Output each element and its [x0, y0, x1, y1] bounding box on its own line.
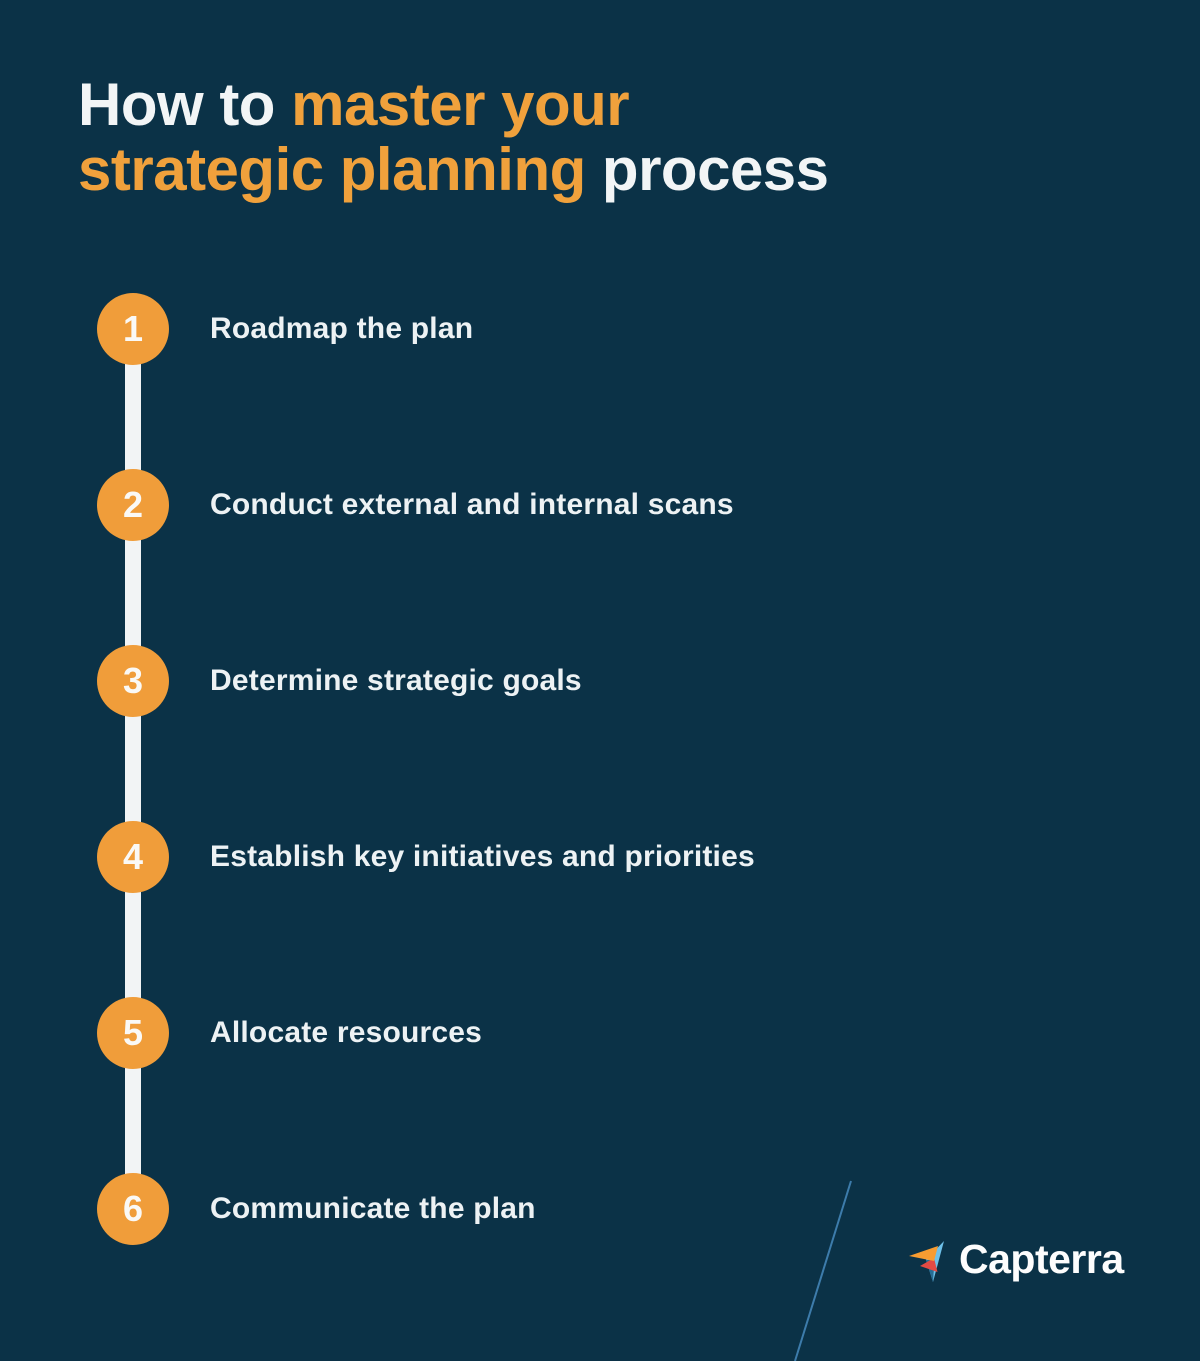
step-number: 3 — [122, 660, 144, 701]
step-number: 2 — [122, 484, 144, 525]
page-title: How to master your strategic planning pr… — [78, 72, 829, 202]
title-segment-highlight: strategic planning — [78, 136, 586, 203]
brand-wordmark: Capterra — [959, 1235, 1124, 1282]
title-segment-highlight: master your — [291, 71, 630, 138]
capterra-paper-plane-icon — [909, 1241, 944, 1282]
step-row-3: 3 Determine strategic goals — [97, 645, 582, 717]
step-row-4: 4 Establish key initiatives and prioriti… — [97, 821, 755, 893]
corner-accent-lines — [794, 1180, 1200, 1361]
step-4-number-badge: 4 — [97, 821, 169, 893]
step-2-number-badge: 2 — [97, 469, 169, 541]
title-segment: process — [585, 136, 829, 203]
step-4-label: Establish key initiatives and priorities — [210, 840, 755, 873]
title-segment: How to — [78, 71, 292, 138]
timeline-connector — [125, 329, 141, 1209]
step-row-5: 5 Allocate resources — [97, 997, 482, 1069]
title-line-2: strategic planning process — [78, 137, 829, 202]
step-row-6: 6 Communicate the plan — [97, 1173, 536, 1245]
step-5-number-badge: 5 — [97, 997, 169, 1069]
step-row-1: 1 Roadmap the plan — [97, 293, 473, 365]
step-1-number-badge: 1 — [97, 293, 169, 365]
step-1-label: Roadmap the plan — [210, 312, 474, 345]
step-3-label: Determine strategic goals — [210, 664, 582, 697]
step-6-label: Communicate the plan — [210, 1192, 536, 1225]
step-6-number-badge: 6 — [97, 1173, 169, 1245]
step-number: 4 — [122, 836, 144, 877]
capterra-logo: Capterra — [906, 1238, 1124, 1284]
step-2-label: Conduct external and internal scans — [210, 488, 734, 521]
step-5-label: Allocate resources — [210, 1016, 483, 1049]
step-3-number-badge: 3 — [97, 645, 169, 717]
step-number: 6 — [122, 1188, 144, 1229]
title-line-1: How to master your — [78, 72, 829, 137]
step-number: 5 — [122, 1012, 144, 1053]
step-row-2: 2 Conduct external and internal scans — [97, 469, 734, 541]
step-number: 1 — [122, 308, 144, 349]
